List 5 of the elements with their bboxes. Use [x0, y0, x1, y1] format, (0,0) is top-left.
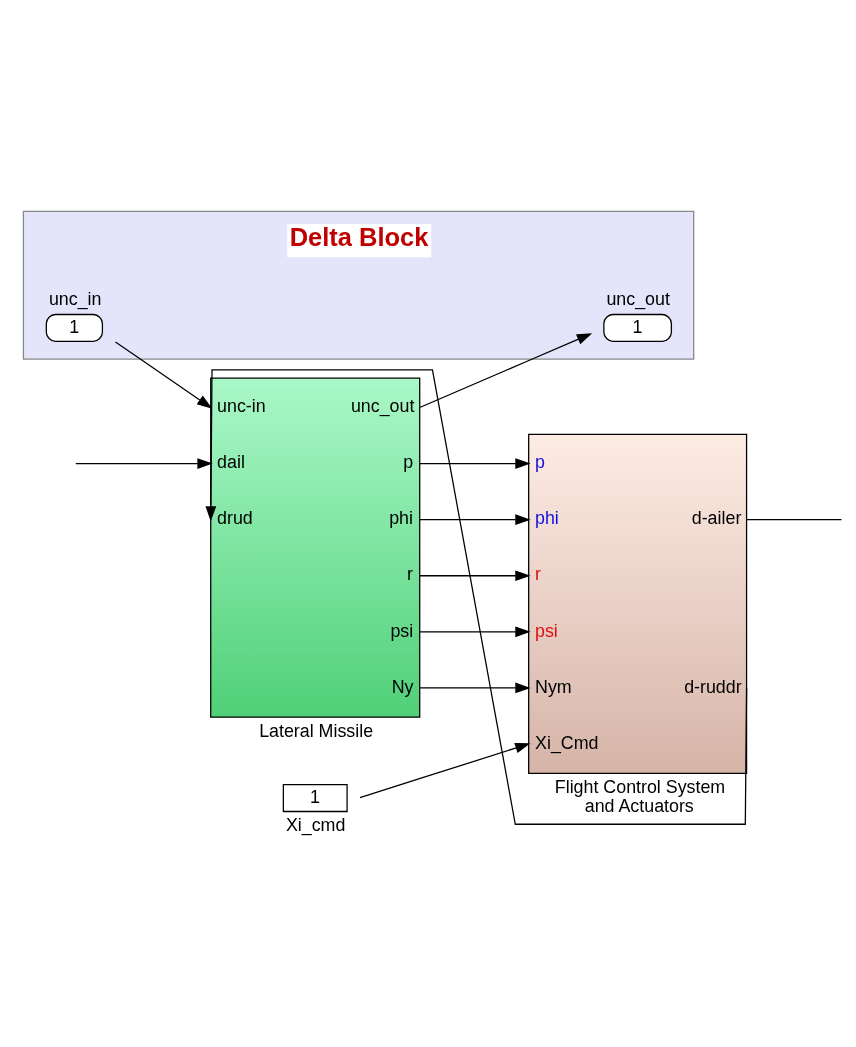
- node-label: unc_out: [606, 288, 670, 309]
- node-label: unc_in: [48, 288, 102, 309]
- node-label: Lateral Missile: [259, 720, 374, 741]
- node-label: Flight Control System and Actuators: [554, 776, 726, 816]
- node-label: Xi_cmd: [285, 814, 346, 835]
